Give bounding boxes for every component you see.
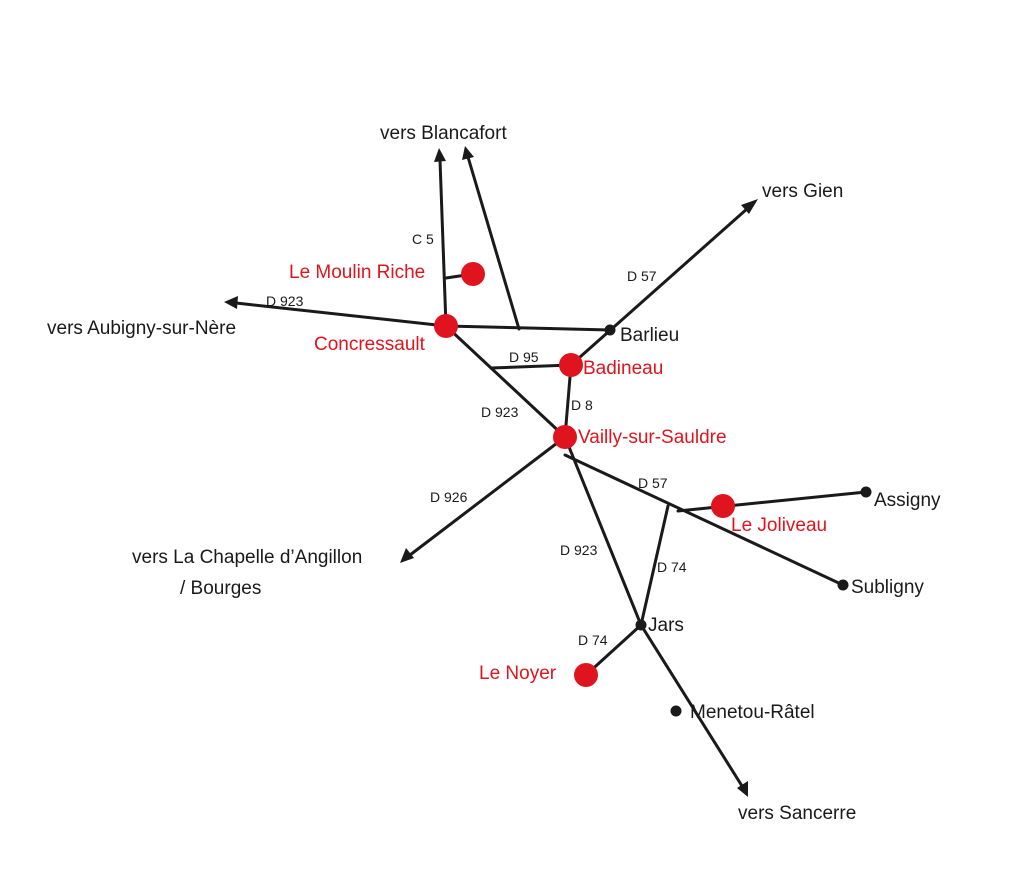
road-d8 xyxy=(563,363,573,439)
label-road-d926: D 926 xyxy=(430,489,468,505)
label-vers-la-chapelle: vers La Chapelle d’Angillon xyxy=(132,547,362,568)
major-place-labels: Le Moulin Riche Concressault Badineau Va… xyxy=(289,262,827,684)
minor-place-labels: Barlieu Assigny Subligny Jars Menetou-Râ… xyxy=(620,325,941,723)
label-road-d923-south: D 923 xyxy=(560,542,598,558)
label-concressault: Concressault xyxy=(314,334,426,355)
arrow-blancafort-right-icon xyxy=(462,146,474,160)
label-vers-aubigny: vers Aubigny-sur-Nère xyxy=(47,318,236,339)
label-vers-sancerre: vers Sancerre xyxy=(738,803,856,824)
major-places xyxy=(434,262,735,687)
le-moulin-riche-dot xyxy=(461,262,485,286)
road-d57-east xyxy=(563,453,845,587)
roads xyxy=(234,155,868,788)
road-d57-north xyxy=(569,206,750,367)
label-road-c5: C 5 xyxy=(412,231,434,247)
label-bourges: / Bourges xyxy=(180,578,261,599)
label-badineau: Badineau xyxy=(583,358,663,379)
road-d74-east xyxy=(639,504,670,627)
road-jars-sancerre xyxy=(639,623,744,788)
label-jars: Jars xyxy=(648,615,684,636)
label-vers-blancafort: vers Blancafort xyxy=(380,123,507,144)
label-road-d57-east: D 57 xyxy=(638,475,668,491)
road-d923-south xyxy=(563,435,643,627)
label-road-d95: D 95 xyxy=(509,349,539,365)
arrow-gien-icon xyxy=(741,199,758,214)
arrow-sancerre-icon xyxy=(737,781,748,797)
label-road-d74-south: D 74 xyxy=(578,632,608,648)
label-le-joliveau: Le Joliveau xyxy=(731,515,827,536)
label-barlieu: Barlieu xyxy=(620,325,679,346)
arrowheads xyxy=(224,146,758,797)
assigny-dot xyxy=(860,486,872,498)
road-d95 xyxy=(489,363,573,370)
menetou-ratel-dot xyxy=(670,705,682,717)
label-menetou-ratel: Menetou-Râtel xyxy=(690,702,815,723)
label-road-d8: D 8 xyxy=(571,397,593,413)
road-concressault-barlieu xyxy=(444,324,612,332)
label-assigny: Assigny xyxy=(874,490,941,511)
road-d74-south xyxy=(584,623,643,677)
label-road-d923-mid: D 923 xyxy=(481,404,519,420)
label-road-d923-west: D 923 xyxy=(266,293,304,309)
concressault-dot xyxy=(434,314,458,338)
arrow-aubigny-icon xyxy=(224,296,238,309)
le-joliveau-dot xyxy=(711,494,735,518)
minor-localities xyxy=(604,324,872,717)
jars-dot xyxy=(635,619,647,631)
label-le-moulin-riche: Le Moulin Riche xyxy=(289,262,425,283)
label-vers-gien: vers Gien xyxy=(762,181,843,202)
road-blancafort-branch xyxy=(466,155,521,331)
road-joliveau-assigny xyxy=(676,490,868,513)
direction-labels: vers Blancafort vers Gien vers Aubigny-s… xyxy=(47,123,856,824)
le-noyer-dot xyxy=(574,663,598,687)
road-d923-west xyxy=(234,301,448,328)
road-c5 xyxy=(438,158,448,328)
arrow-blancafort-left-icon xyxy=(434,148,446,162)
road-d926 xyxy=(408,435,567,557)
label-road-d57-north: D 57 xyxy=(627,268,657,284)
label-subligny: Subligny xyxy=(851,577,924,598)
arrow-la-chapelle-icon xyxy=(400,548,414,563)
vailly-sur-sauldre-dot xyxy=(553,425,577,449)
label-vailly-sur-sauldre: Vailly-sur-Sauldre xyxy=(578,427,727,448)
badineau-dot xyxy=(559,353,583,377)
subligny-dot xyxy=(837,579,849,591)
label-road-d74-east: D 74 xyxy=(657,559,687,575)
road-labels: C 5 D 923 D 57 D 95 D 8 D 923 D 926 D 57… xyxy=(266,231,687,648)
label-le-noyer: Le Noyer xyxy=(479,663,557,684)
barlieu-dot xyxy=(604,324,616,336)
road-d923-concressault-vailly xyxy=(444,324,567,439)
